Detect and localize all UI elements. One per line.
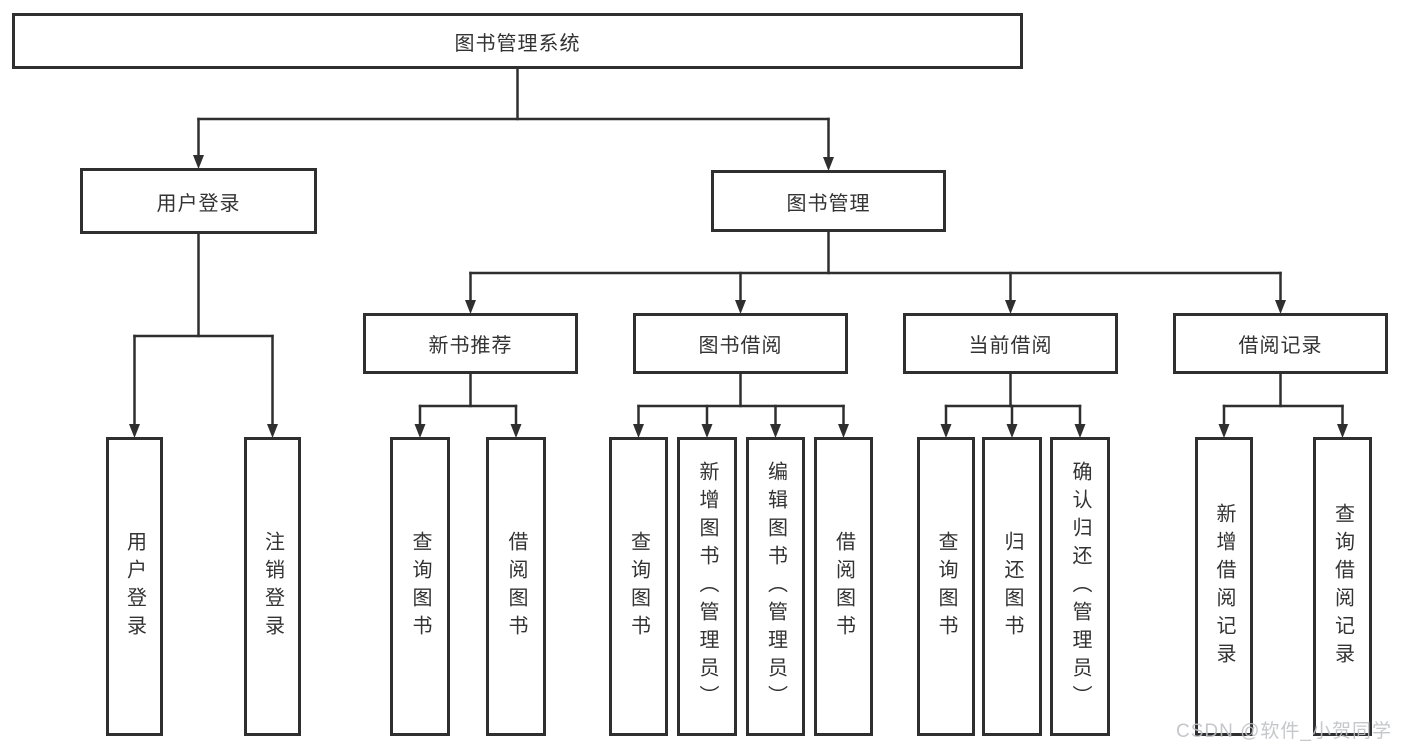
node-label: 归还图书: [1001, 530, 1023, 643]
node-label: 新书推荐: [428, 335, 513, 357]
node-label: 查询借阅记录: [1331, 502, 1354, 671]
arrowhead-icon: [701, 424, 713, 438]
node-add-books-admin: 新增图书（管理员）: [677, 437, 737, 736]
arrowhead-icon: [735, 300, 746, 314]
node-label: 图书借阅: [698, 335, 783, 357]
arrowhead-icon: [633, 424, 644, 438]
node-confirm-return-admin: 确认归还（管理员）: [1050, 437, 1110, 736]
arrowhead-icon: [1275, 300, 1286, 314]
node-label: 新增借阅记录: [1213, 502, 1235, 671]
node-newbook-query-books: 查询图书: [390, 437, 450, 736]
node-label: 用户登录: [156, 192, 241, 215]
node-label: 图书管理: [786, 192, 871, 215]
node-borrow-query-books: 查询图书: [609, 437, 668, 736]
node-label: 查询图书: [627, 530, 650, 643]
node-new-book-recommend: 新书推荐: [363, 313, 578, 374]
node-borrow-books: 借阅图书: [814, 437, 873, 736]
arrowhead-icon: [267, 424, 278, 438]
node-label: 查询图书: [409, 530, 431, 643]
node-user-login: 用户登录: [80, 168, 317, 234]
node-label: 确认归还（管理员）: [1069, 460, 1091, 713]
node-query-borrow-record: 查询借阅记录: [1313, 437, 1372, 736]
node-book-management: 图书管理: [711, 170, 946, 232]
node-label: 借阅图书: [505, 530, 527, 643]
node-label: 用户登录: [123, 530, 146, 643]
arrowhead-icon: [940, 424, 952, 438]
arrowhead-icon: [465, 300, 476, 314]
watermark: CSDN @软件_小贺同学: [1176, 721, 1392, 742]
arrowhead-icon: [1006, 424, 1018, 438]
arrowhead-icon: [510, 424, 522, 438]
arrowhead-icon: [129, 424, 140, 438]
node-label: 借阅记录: [1238, 335, 1323, 357]
arrowhead-icon: [1074, 424, 1086, 438]
arrowhead-icon: [838, 424, 849, 438]
node-label: 图书管理系统: [454, 32, 581, 55]
node-label: 查询图书: [935, 530, 957, 643]
arrowhead-icon: [1005, 300, 1016, 314]
node-add-borrow-record: 新增借阅记录: [1195, 437, 1253, 736]
node-current-borrow: 当前借阅: [903, 313, 1118, 374]
node-root: 图书管理系统: [12, 13, 1023, 69]
node-label: 当前借阅: [968, 335, 1053, 357]
arrowhead-icon: [193, 155, 204, 169]
node-book-borrow: 图书借阅: [633, 313, 848, 374]
arrowhead-icon: [1218, 424, 1230, 438]
node-label: 编辑图书（管理员）: [764, 460, 787, 713]
arrowhead-icon: [414, 424, 426, 438]
node-logout-action: 注销登录: [244, 437, 301, 736]
node-label: 注销登录: [261, 530, 284, 643]
arrowhead-icon: [770, 424, 781, 438]
node-current-query-books: 查询图书: [917, 437, 975, 736]
node-return-books: 归还图书: [982, 437, 1042, 736]
node-newbook-borrow-books: 借阅图书: [486, 437, 546, 736]
node-label: 新增图书（管理员）: [696, 460, 718, 713]
arrowhead-icon: [823, 157, 834, 171]
node-label: 借阅图书: [832, 530, 855, 643]
node-user-login-action: 用户登录: [106, 437, 163, 736]
node-borrow-record: 借阅记录: [1173, 313, 1388, 374]
node-edit-books-admin: 编辑图书（管理员）: [746, 437, 805, 736]
arrowhead-icon: [1337, 424, 1348, 438]
